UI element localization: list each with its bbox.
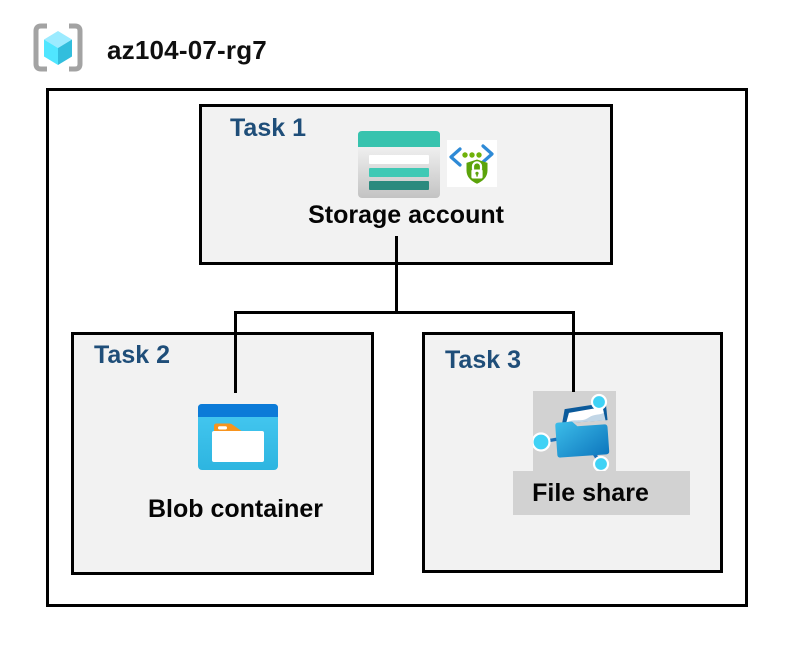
task1-box: Task 1 Storage acc <box>199 104 613 265</box>
file-share-icon <box>531 393 610 473</box>
connector-to-blob-container <box>234 311 237 393</box>
file-share-label: File share <box>532 479 649 507</box>
task1-label: Task 1 <box>230 114 306 142</box>
blob-container-icon <box>198 404 278 470</box>
task2-label: Task 2 <box>94 341 170 369</box>
connector-storage-trunk <box>395 236 398 313</box>
secure-access-icon <box>447 140 497 187</box>
storage-account-label: Storage account <box>308 201 504 229</box>
file-share-icon-highlight <box>531 391 616 473</box>
resource-group-title: az104-07-rg7 <box>107 35 267 65</box>
task2-box: Task 2 Blob container <box>71 332 374 575</box>
connector-to-file-share <box>572 311 575 392</box>
connector-horizontal <box>234 311 575 314</box>
storage-account-icon <box>358 131 440 198</box>
file-share-label-highlight: File share <box>513 471 690 515</box>
resource-group-icon <box>33 23 83 72</box>
blob-container-label: Blob container <box>147 495 323 523</box>
task3-label: Task 3 <box>445 346 521 374</box>
